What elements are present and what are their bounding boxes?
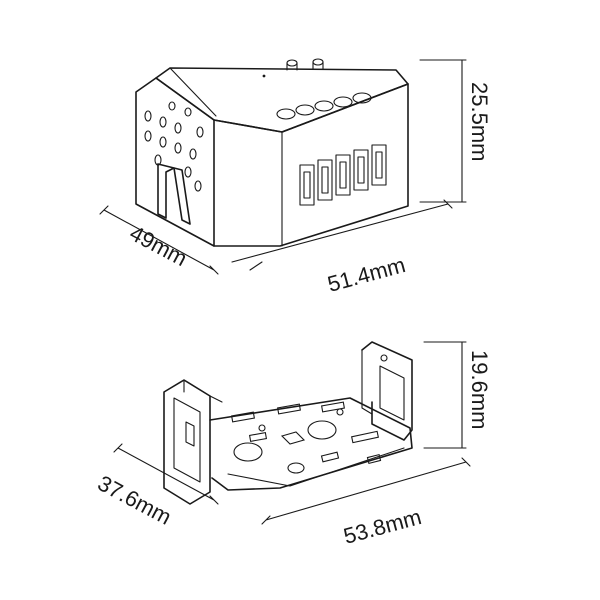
module-dim-lines <box>99 59 467 275</box>
bracket-width-label: 53.8mm <box>341 504 424 549</box>
bracket-height-label: 19.6mm <box>467 350 492 429</box>
module-width-label: 51.4mm <box>325 252 408 297</box>
bracket-dim-lines <box>113 341 471 525</box>
module-drawing <box>135 58 409 247</box>
module-height-label: 25.5mm <box>467 82 492 161</box>
bracket-drawing <box>163 341 413 505</box>
